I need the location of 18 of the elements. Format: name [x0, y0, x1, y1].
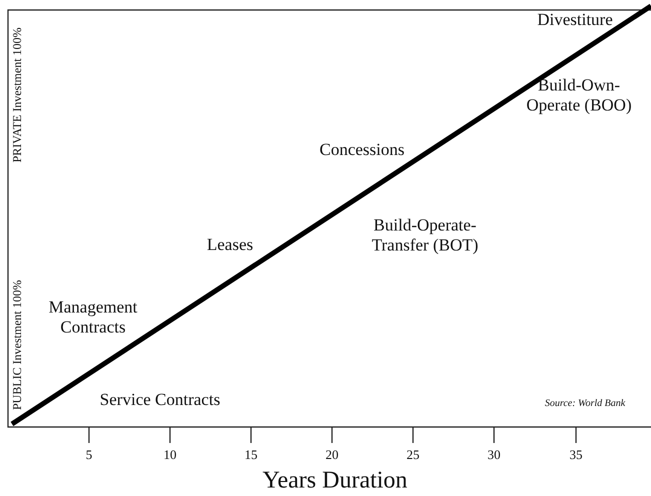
stage-label: Management Contracts: [48, 298, 138, 338]
axis-label: PUBLIC Investment 100%: [10, 280, 24, 410]
stage-label: Build-Operate- Transfer (BOT): [370, 216, 480, 256]
stage-label: Service Contracts: [100, 390, 220, 410]
stage-label: Build-Own- Operate (BOO): [525, 76, 633, 116]
tick-label: 15: [244, 447, 258, 463]
stage-label: Leases: [206, 234, 254, 256]
source-note: Source: World Bank: [544, 398, 626, 410]
tick-label: 10: [164, 447, 176, 463]
tick-label: 20: [326, 447, 338, 463]
tick-label: 30: [488, 447, 500, 463]
axis-title: Years Duration: [262, 466, 408, 496]
tick-label: 5: [86, 447, 92, 463]
axis-label: PRIVATE Investment 100%: [10, 27, 24, 163]
stage-label: Concessions: [320, 140, 404, 160]
tick-label: 35: [570, 447, 582, 463]
tick-label: 25: [406, 447, 420, 463]
stage-label: Divestiture: [537, 10, 613, 30]
